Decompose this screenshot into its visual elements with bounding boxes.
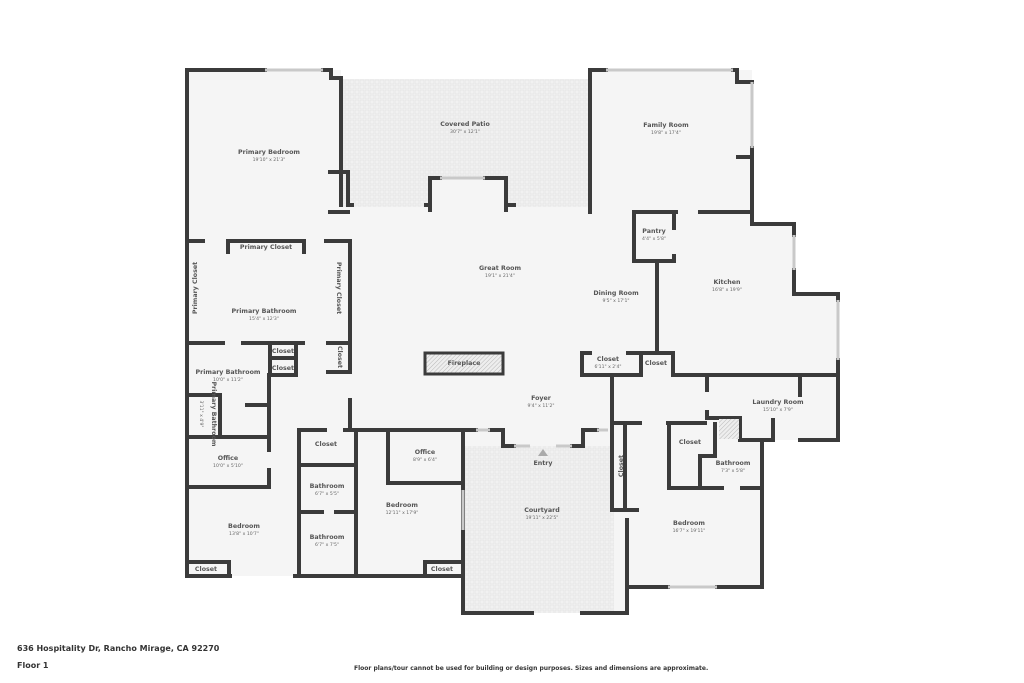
room-name: Office: [415, 449, 435, 456]
room-name: Primary Closet: [335, 262, 342, 314]
room-name: Closet: [272, 348, 294, 355]
room-name: Primary Closet: [240, 244, 292, 251]
room-dimensions: 30'7" x 12'1": [450, 129, 480, 135]
room-dimensions: 10'0" x 5'10": [213, 463, 243, 469]
room-name: Closet: [597, 356, 619, 363]
walls: [185, 68, 840, 615]
room-name: Pantry: [642, 228, 665, 235]
room-dimensions: 10'0" x 11'2": [213, 377, 243, 383]
room-dimensions: 16'7" x 19'11": [673, 528, 706, 534]
room-dimensions: 9'5" x 17'1": [602, 298, 629, 304]
room-dimensions: 19'11" x 22'5": [526, 515, 559, 521]
room-name: Closet: [195, 566, 217, 573]
room-name: Bathroom: [310, 534, 345, 541]
room-name: Primary Bedroom: [238, 149, 300, 156]
room-name: Great Room: [479, 265, 521, 272]
disclaimer: Floor plans/tour cannot be used for buil…: [354, 665, 709, 672]
chimney: [719, 419, 739, 439]
room-name: Family Room: [643, 122, 689, 129]
room-name: Closet: [679, 439, 701, 446]
room-name: Closet: [618, 455, 625, 477]
room-name: Courtyard: [524, 507, 560, 514]
room-name: Office: [218, 455, 238, 462]
room-dimensions: 4'4" x 5'8": [642, 236, 666, 242]
windows: [265, 68, 840, 589]
room-dimensions: 16'8" x 19'9": [712, 287, 742, 293]
room-name: Primary Bathroom: [196, 369, 261, 376]
room-dimensions: 12'11" x 17'9": [386, 510, 419, 516]
room-name: Entry: [533, 460, 552, 467]
room-name: Covered Patio: [440, 121, 490, 128]
room-name: Primary Closet: [192, 262, 199, 314]
room-name: Bathroom: [310, 483, 345, 490]
room-name: Closet: [645, 360, 667, 367]
room-dimensions: 13'8" x 10'7": [229, 531, 259, 537]
room-name: Primary Bathroom: [210, 382, 217, 447]
room-dimensions: 6'11" x 2'4": [594, 364, 621, 370]
property-address: 636 Hospitality Dr, Rancho Mirage, CA 92…: [17, 644, 220, 653]
room-name: Bathroom: [716, 460, 751, 467]
room-dimensions: 9'4" x 11'2": [527, 403, 554, 409]
room-name: Closet: [272, 365, 294, 372]
room-dimensions: 6'7" x 5'5": [315, 491, 339, 497]
room-name: Kitchen: [713, 279, 740, 286]
room-name: Laundry Room: [752, 399, 804, 406]
room-name: Closet: [431, 566, 453, 573]
room-dimensions: 19'1" x 21'4": [485, 273, 515, 279]
room-dimensions: 15'4" x 12'3": [249, 316, 279, 322]
room-dimensions: 19'8" x 17'4": [651, 130, 681, 136]
room-dimensions: 19'10" x 21'3": [253, 157, 286, 163]
entry-arrow-icon: [538, 449, 548, 456]
courtyard-area: [464, 446, 614, 613]
room-name: Closet: [336, 346, 343, 368]
room-name: Bedroom: [673, 520, 705, 527]
room-dimensions: 6'7" x 7'5": [315, 542, 339, 548]
room-name: Bedroom: [228, 523, 260, 530]
room-name: Bedroom: [386, 502, 418, 509]
room-name: Foyer: [531, 395, 552, 402]
room-name: Closet: [315, 441, 337, 448]
room-name: Dining Room: [593, 290, 639, 297]
room-dimensions: 3'11" x 4'9": [198, 400, 204, 427]
room-dimensions: 7'3" x 5'8": [721, 468, 745, 474]
room-name: Fireplace: [448, 360, 481, 367]
room-dimensions: 15'10" x 7'9": [763, 407, 793, 413]
room-dimensions: 8'9" x 6'4": [413, 457, 437, 463]
room-name: Primary Bathroom: [232, 308, 297, 315]
fireplace: [423, 351, 505, 376]
floor-label: Floor 1: [17, 661, 49, 670]
